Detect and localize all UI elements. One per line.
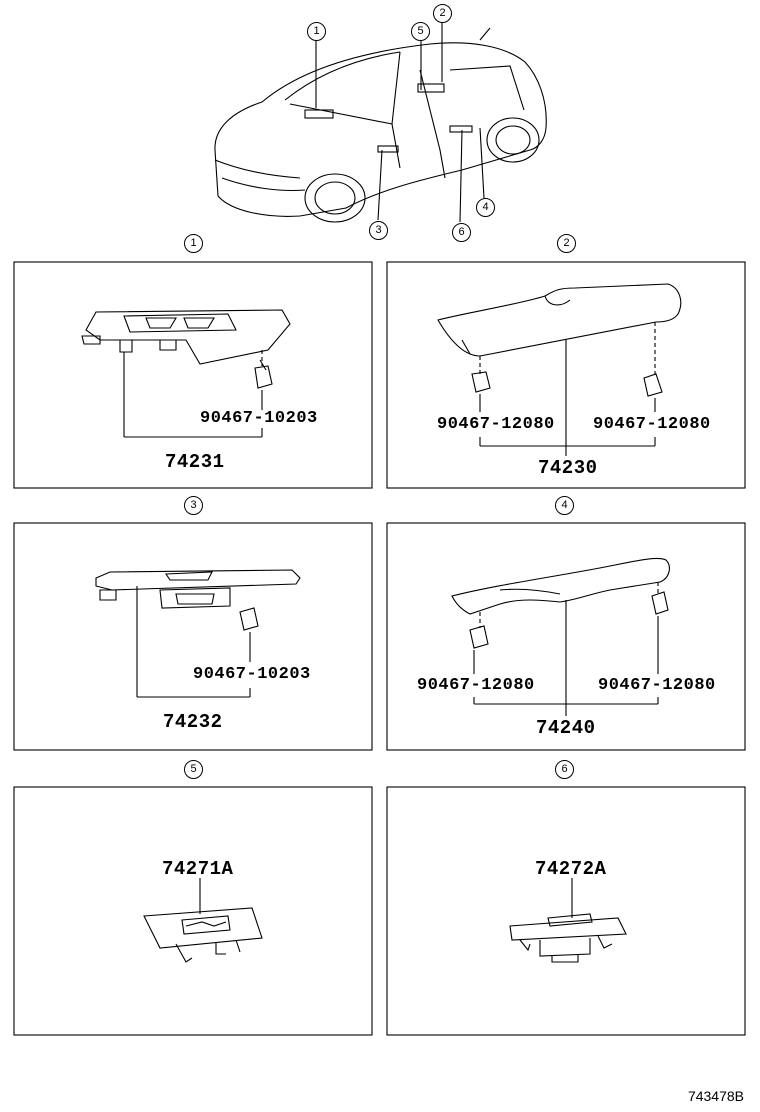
part-number-90467-12080-panel-4-right: 90467-12080: [598, 676, 716, 695]
panel-1-index-callout: 1: [184, 234, 203, 253]
panel-5-index-callout: 5: [184, 760, 203, 779]
panel-4-index-callout: 4: [555, 496, 574, 515]
part-number-90467-12080-panel-4-left: 90467-12080: [417, 676, 535, 695]
part-number-74232: 74232: [163, 711, 223, 733]
panel-frame-4: [386, 522, 746, 751]
diagram-reference-code: 743478B: [687, 1088, 744, 1104]
part-number-74271A: 74271A: [162, 858, 234, 880]
panel-2-leaders: [479, 322, 656, 456]
part-74231-illustration: [81, 309, 291, 389]
panel-2-index-callout: 2: [557, 234, 576, 253]
part-number-90467-12080-panel-2-right: 90467-12080: [593, 415, 711, 434]
panel-frame-1: [13, 261, 373, 489]
part-number-74231: 74231: [165, 451, 225, 473]
part-74232-illustration: [95, 569, 301, 631]
overview-callout-6: 6: [452, 223, 471, 242]
overview-callout-5: 5: [411, 22, 430, 41]
part-74271A-illustration: [143, 907, 263, 963]
part-number-74230: 74230: [538, 457, 598, 479]
panel-1-leaders: [123, 350, 263, 438]
panel-3-leaders: [136, 586, 251, 698]
overview-callout-3: 3: [369, 221, 388, 240]
part-number-90467-12080-panel-2-left: 90467-12080: [437, 415, 555, 434]
panel-frame-5: [13, 786, 373, 1036]
panel-6-index-callout: 6: [555, 760, 574, 779]
part-74272A-illustration: [509, 913, 627, 963]
part-number-74272A: 74272A: [535, 858, 607, 880]
panel-3-index-callout: 3: [184, 496, 203, 515]
part-number-90467-10203-panel-3: 90467-10203: [193, 665, 311, 684]
panel-frame-6: [386, 786, 746, 1036]
overview-callout-2: 2: [433, 4, 452, 23]
overview-callout-1: 1: [307, 22, 326, 41]
part-74230-illustration: [437, 283, 682, 397]
car-overview-illustration: [214, 22, 547, 223]
overview-callout-4: 4: [476, 198, 495, 217]
panel-frame-2: [386, 261, 746, 489]
panel-frame-3: [13, 522, 373, 751]
part-74240-illustration: [451, 557, 670, 649]
part-number-90467-10203-panel-1: 90467-10203: [200, 409, 318, 428]
panel-4-leaders: [473, 582, 659, 716]
part-number-74240: 74240: [536, 717, 596, 739]
